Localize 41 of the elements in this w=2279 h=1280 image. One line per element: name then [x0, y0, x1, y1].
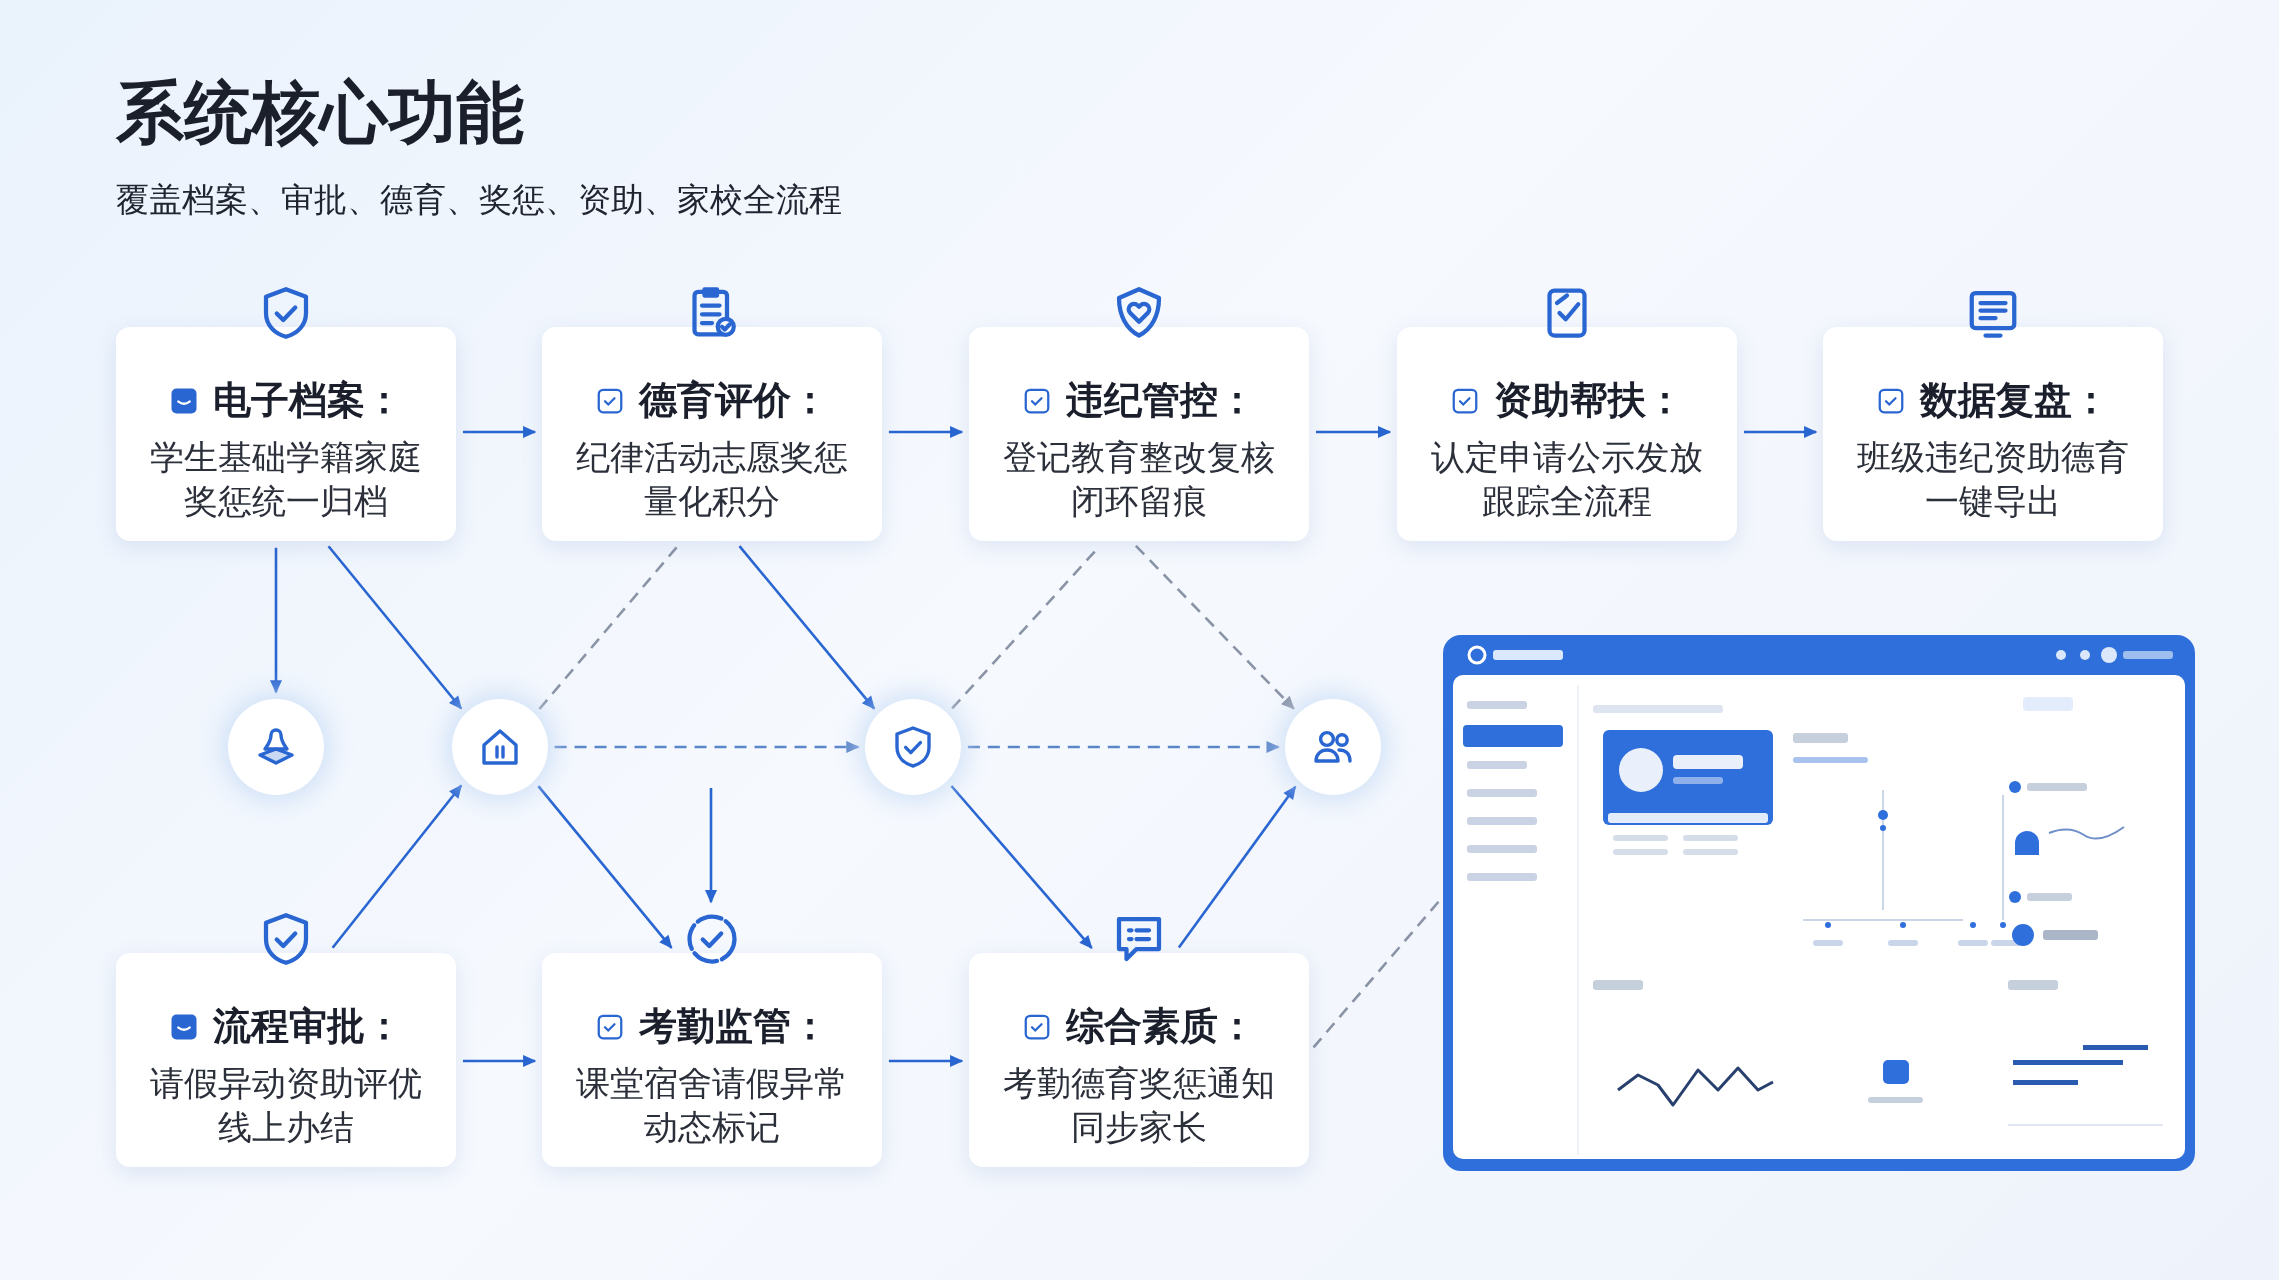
arrow [327, 545, 463, 710]
dashed-line [538, 545, 679, 710]
card-heading: 数据复盘： [1920, 379, 2110, 421]
arrow [554, 741, 860, 753]
card-description: 考勤德育奖惩通知同步家长 [1002, 1063, 1276, 1148]
card-description: 班级违纪资助德育一键导出 [1856, 437, 2130, 522]
arrow [462, 1055, 537, 1067]
card-heading: 违纪管控： [1066, 379, 1256, 421]
arrow [270, 547, 282, 694]
arrow [738, 545, 876, 710]
arrow [1743, 426, 1818, 438]
card-description: 纪律活动志愿奖惩量化积分 [575, 437, 849, 522]
dashboard-drawing [1443, 635, 2195, 1171]
card-heading: 考勤监管： [639, 1005, 829, 1047]
card-heading: 电子档案： [213, 379, 403, 421]
arrow [888, 426, 964, 438]
arrow [1134, 544, 1295, 710]
arrow [1177, 785, 1297, 949]
page-title: 系统核心功能 [116, 73, 524, 152]
dashed-line [1312, 900, 1440, 1049]
card-heading: 流程审批： [213, 1005, 403, 1047]
icon-circle [865, 699, 961, 795]
card-heading: 资助帮扶： [1494, 379, 1684, 421]
card-heading: 德育评价： [639, 379, 829, 421]
icon-circle [1285, 699, 1381, 795]
arrow [705, 788, 717, 904]
arrow [1315, 426, 1392, 438]
card-description: 请假异动资助评优线上办结 [149, 1063, 423, 1148]
arrow [331, 784, 463, 949]
arrow [888, 1055, 964, 1067]
card-description: 登记教育整改复核闭环留痕 [1002, 437, 1276, 522]
card-heading: 综合素质： [1066, 1005, 1256, 1047]
arrow [537, 785, 673, 949]
card-description: 课堂宿舍请假异常动态标记 [575, 1063, 849, 1148]
arrow [462, 426, 537, 438]
subtitle: 覆盖档案、审批、德育、奖惩、资助、家校全流程 [116, 180, 842, 220]
card-description: 学生基础学籍家庭奖惩统一归档 [149, 437, 423, 522]
arrow [950, 785, 1093, 949]
icon-circle [452, 699, 548, 795]
card-description: 认定申请公示发放跟踪全流程 [1430, 437, 1704, 522]
arrow [967, 741, 1280, 753]
